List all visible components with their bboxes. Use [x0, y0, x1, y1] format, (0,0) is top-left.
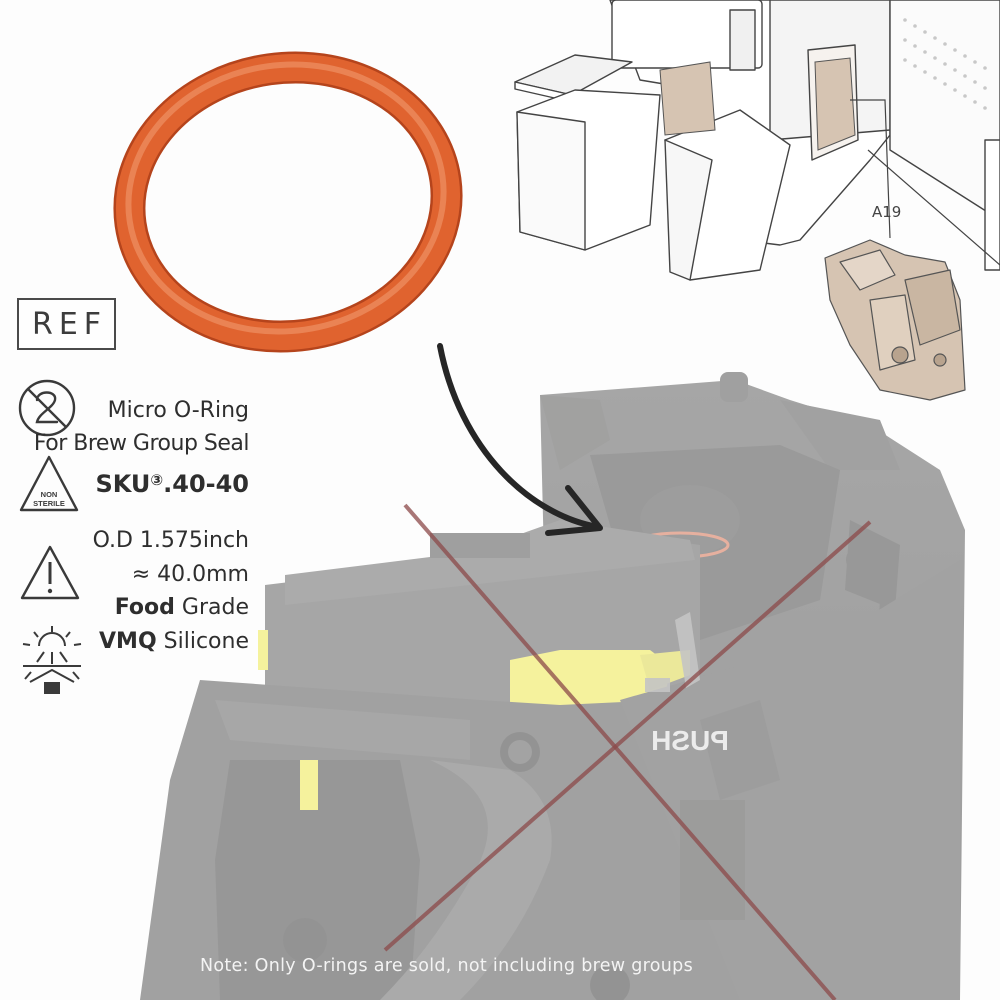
- part-label-a19: A19: [872, 203, 902, 221]
- product-name: Micro O-Ring: [107, 398, 249, 423]
- disclaimer-note: Note: Only O-rings are sold, not includi…: [199, 956, 693, 976]
- sku: SKU③.40-40: [95, 470, 249, 498]
- grade: Food Grade: [115, 595, 249, 620]
- non-sterile-icon: NON STERILE: [19, 455, 79, 512]
- non-sterile-text-1: NON: [41, 490, 58, 499]
- grade-bold: Food: [114, 595, 175, 620]
- non-sterile-text-2: STERILE: [33, 499, 65, 508]
- outer-diameter-inch: O.D 1.575inch: [92, 528, 249, 553]
- material: VMQ Silicone: [99, 629, 249, 654]
- ref-label: REF: [17, 298, 116, 350]
- material-bold: VMQ: [99, 629, 157, 654]
- grade-rest: Grade: [174, 595, 249, 620]
- material-rest: Silicone: [156, 629, 249, 654]
- keep-away-from-sunlight-icon: [22, 626, 82, 694]
- warning-icon: [20, 545, 80, 600]
- sku-value: .40-40: [163, 470, 249, 498]
- product-usage: For Brew Group Seal: [33, 431, 250, 456]
- outer-diameter-mm: ≈ 40.0mm: [131, 562, 249, 587]
- sku-superscript: ③: [150, 471, 164, 489]
- no-reuse-icon: [18, 379, 76, 437]
- sku-prefix: SKU: [95, 470, 151, 498]
